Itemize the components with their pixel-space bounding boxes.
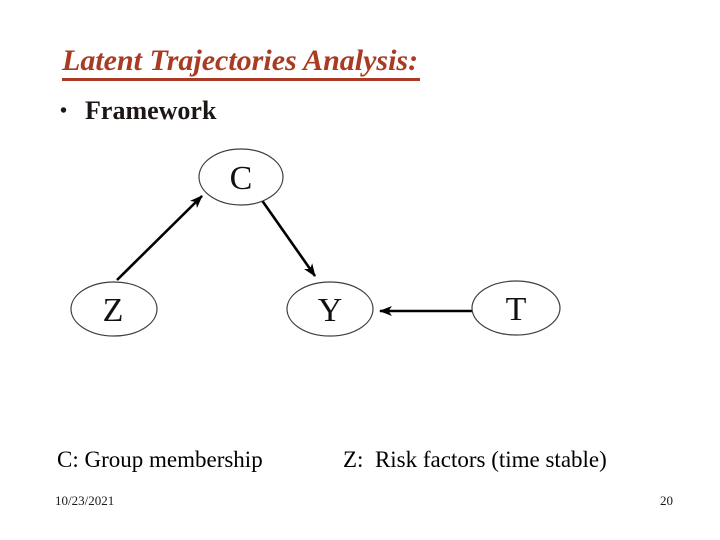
- legend-item-c: C: Group membership: [57, 447, 263, 472]
- slide-title: Latent Trajectories Analysis:: [62, 45, 421, 81]
- node-ellipse-y: [286, 281, 374, 337]
- node-label-c: C: [230, 160, 253, 197]
- bullet-dot-icon: •: [60, 100, 68, 122]
- node-ellipse-z: [70, 281, 158, 337]
- legend-column-left: C: Group membership Y: Observed trajecto…: [57, 377, 266, 540]
- node-ellipse-t: [471, 280, 561, 336]
- node-label-t: T: [506, 291, 527, 328]
- footer-date: 10/23/2021: [55, 493, 115, 508]
- edge-z-to-c-arrow: [116, 195, 203, 281]
- bullet-item-framework: • Framework: [60, 96, 216, 126]
- legend-column-right: Z: Risk factors (time stable) W: Time de…: [343, 377, 607, 540]
- node-label-y: Y: [318, 292, 343, 329]
- node-ellipse-c: [198, 148, 284, 206]
- edge-c-to-y-arrow: [259, 198, 317, 277]
- node-label-z: Z: [103, 292, 124, 329]
- footer-page-number: 20: [660, 493, 673, 508]
- bullet-label: Framework: [85, 96, 217, 125]
- legend-item-z: Z: Risk factors (time stable): [343, 447, 607, 472]
